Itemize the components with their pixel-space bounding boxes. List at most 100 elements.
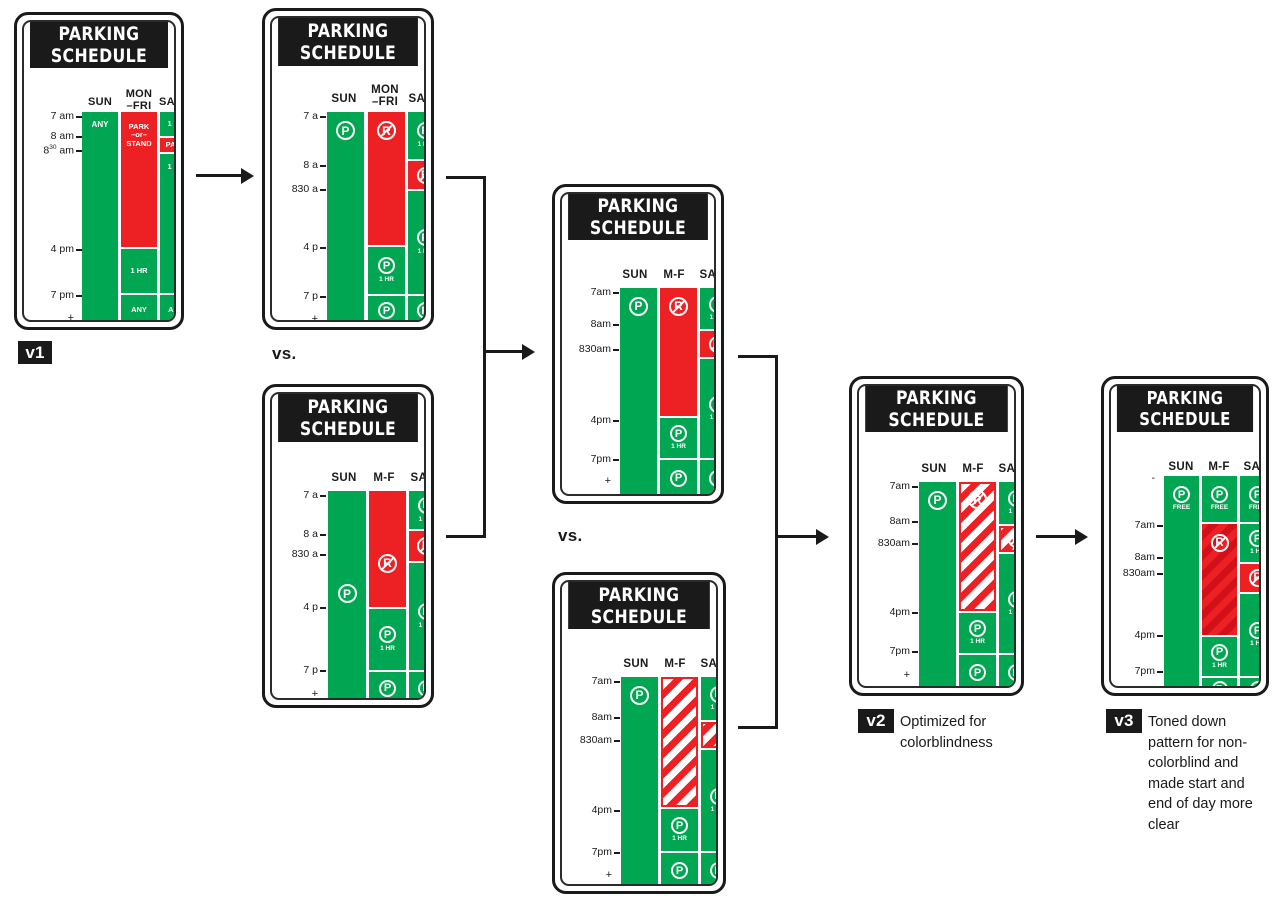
col-header-sun: SUN [331,472,357,484]
parking-p-icon: P [969,664,986,681]
time-label: 7 a [303,489,318,501]
cell-sub-label: 1 HR [1250,548,1261,556]
cell-sat-free-early: P FREE [1240,476,1259,522]
time-label: 8 am [50,130,74,142]
time-label: 7am [590,286,611,298]
cell-sub-label: 1 HR [418,622,424,630]
cell-label: 1 HR [167,118,174,128]
no-parking-icon: R [1007,530,1014,548]
version-chip-v3: v3 [1106,709,1142,733]
cell-sub-label: 1 HR [417,248,424,256]
col-header-sat: SAT [410,472,426,484]
time-label: 8 a [303,528,318,540]
col-header-sun: SUN [622,269,648,281]
parking-p-icon: P [417,679,424,697]
cell-sub-label: 1 HR [709,413,714,421]
cell-sun-park: P [327,112,364,320]
arrow-head [522,343,535,360]
cell-mf-nopark: R [660,288,697,416]
cell-sat-park-evening: P [701,853,716,884]
cell-sub-label: FREE [1210,504,1229,512]
time-label: 4pm [889,606,910,618]
cell-label: ANY [131,304,147,314]
col-header-sun: SUN [331,93,357,105]
cell-sat-nopark: R [1240,564,1259,592]
time-label: 4 p [303,241,318,253]
no-parking-icon: R [377,121,396,140]
cell-mf-1hr: P 1 HR [1202,637,1237,676]
col-header-mf: M-F [1208,461,1230,473]
parking-p-icon: P [1249,486,1259,504]
col-header-sat: SAT [408,93,425,105]
parking-p-icon: P [336,121,355,140]
no-parking-icon: R [708,335,714,353]
sign-body: SUN M-F SAT - 7am 8am 830am 4pm 7pm + P … [1111,432,1259,686]
time-label: + [604,475,611,487]
cell-sat-park-evening: P [409,672,424,698]
cell-sat-1hr-a: P 1 HR [1240,524,1261,562]
arrow-line [1036,535,1078,538]
caption-v3: Toned down pattern for non-colorblind an… [1148,714,1253,833]
arrow-head [1075,528,1088,545]
parking-p-icon: P [417,496,424,514]
col-header-sat: SAT [699,269,716,281]
parking-p-icon: P [416,229,424,247]
cell-sat-1hr-a: P 1 HR [409,491,424,529]
cell-label: ANY [91,119,109,129]
col-header-mf: M-F [664,658,686,670]
parking-p-icon: P [670,469,687,487]
time-label: 8am [591,711,612,723]
cell-sub-label: 1 HR [709,313,714,321]
no-parking-icon: R [968,490,987,509]
sign-body: SUN MON–FRI SAT 7 am 8 am 830 am 4 pm 7 … [24,68,174,320]
parking-p-icon: P [416,302,424,319]
parking-p-icon: P [671,817,688,835]
parking-p-icon: P [928,490,947,510]
time-label: + [903,669,910,681]
time-label: 830 am [43,144,74,157]
cell-sub-label: 1 HR [1008,608,1014,616]
cell-sun-park: P [621,677,658,884]
cell-sat-1hr-b: P 1 HR [999,554,1014,653]
cell-sat-1hr-a: 1 HR [160,112,174,136]
col-header-sun: SUN [623,658,649,670]
parking-p-icon: P [708,469,714,487]
cell-sat-1hr-a: P 1 HR [701,677,716,720]
cell-sub-label: 1 HR [1212,661,1227,669]
cell-sub-label: 1 HR [672,835,687,843]
parking-p-icon: P [630,685,649,705]
parking-p-icon: P [416,122,424,140]
col-header-mf: M-F [373,472,395,484]
sign-title: PARKING SCHEDULE [278,394,418,442]
parking-p-icon: P [1211,486,1228,504]
cell-label: PARK [165,139,176,149]
col-header-sat: SAT [158,96,175,108]
bracket-top [738,355,778,358]
cell-sub-label: 1 HR [710,805,716,813]
cell-sub-label: FREE [1248,504,1259,512]
no-parking-icon: R [1248,569,1259,587]
cell-sat-nopark-hatch [701,722,716,748]
cell-mf-nopark: R [369,491,406,607]
cell-mf-any: ANY [121,295,157,320]
parking-p-icon: P [1173,486,1190,504]
sign-center: PARKING SCHEDULE SUN M-F SAT 7am 8am 830… [552,184,724,504]
cell-sat-1hr-a: P 1 HR [408,112,424,159]
cell-sun-park: P [328,491,366,698]
parking-p-icon: P [708,395,714,413]
cell-sat-1hr-a: P 1 HR [700,288,714,329]
sign-body: SUN M-F SAT 7am 8am 830am 4pm 7pm + P [859,432,1014,686]
sign-title: PARKING SCHEDULE [278,18,418,66]
parking-p-icon: P [379,626,396,644]
time-label: 7pm [1134,665,1155,677]
time-label: 7pm [591,846,612,858]
time-label: 7 pm [50,289,74,301]
cell-sat-park-evening: P [700,460,714,494]
cell-mf-park-evening: P [661,853,698,884]
cell-mf-free-early: P FREE [1202,476,1237,522]
cell-sat-free-evening: P FREE [1240,678,1259,686]
no-parking-icon: R [1210,533,1229,552]
parking-p-icon: P [378,257,395,275]
sign-title: PARKING SCHEDULE [568,194,708,240]
